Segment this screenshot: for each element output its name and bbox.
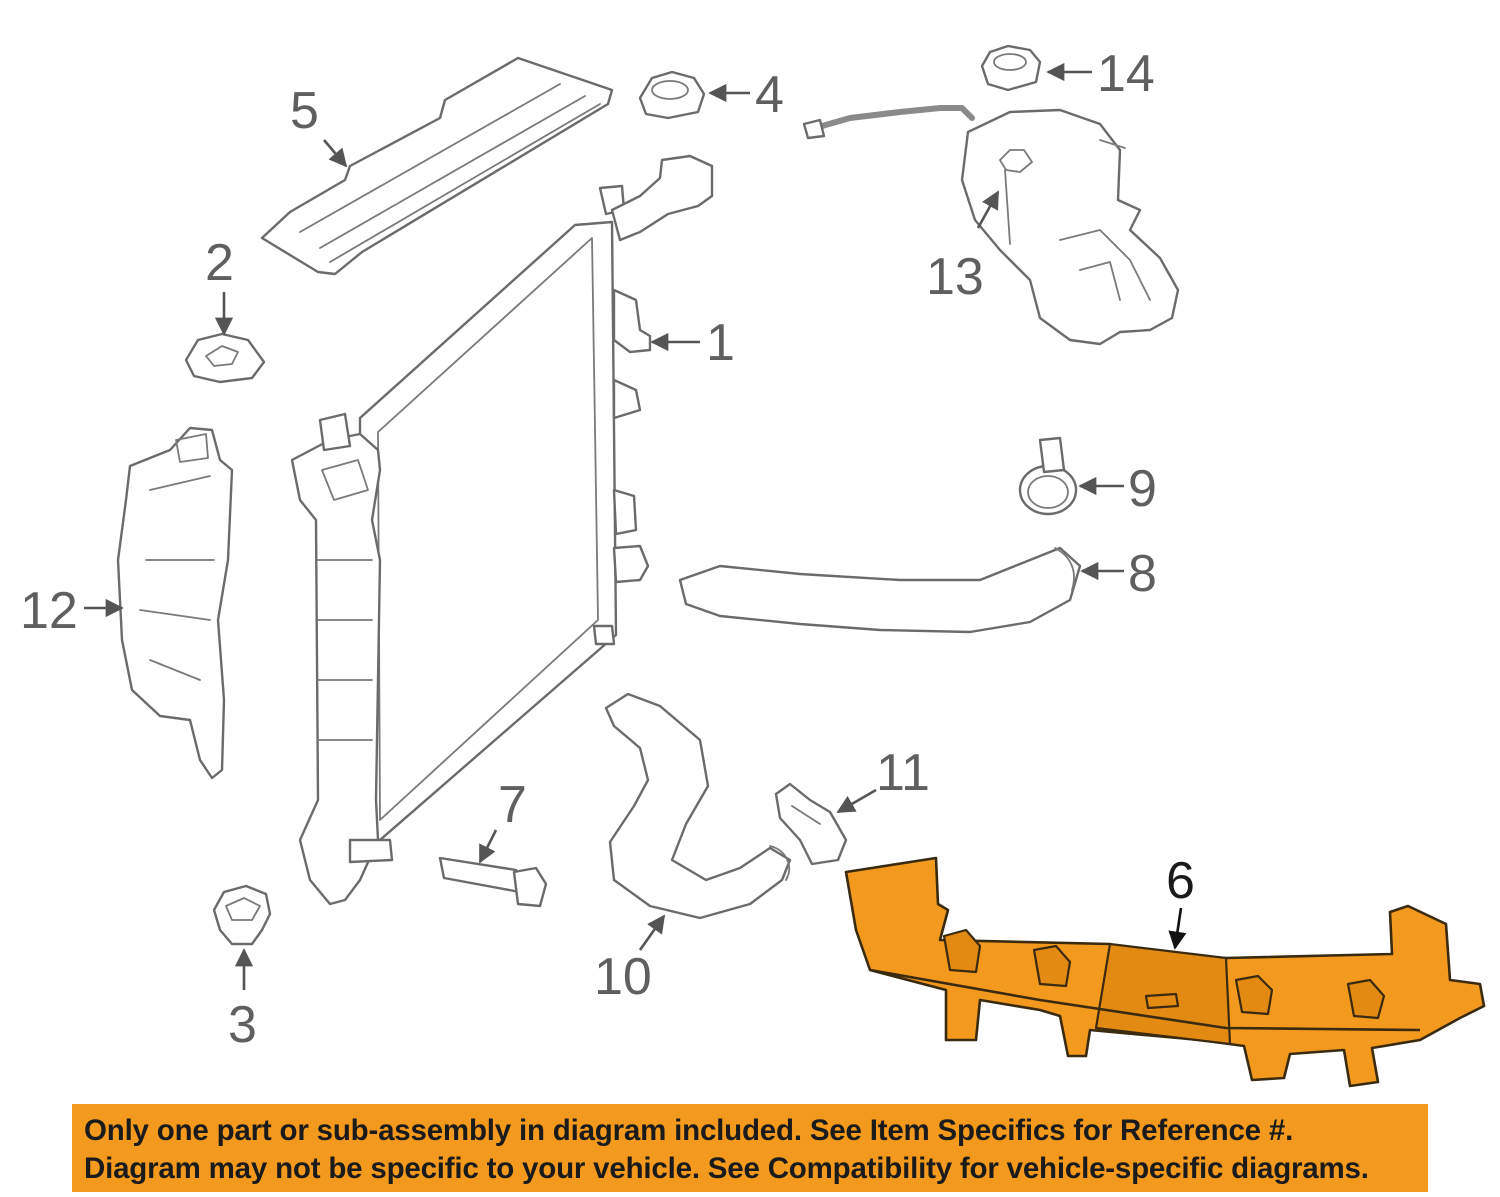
callout-2: 2 — [205, 234, 234, 292]
callout-8: 8 — [1128, 545, 1157, 603]
callout-11: 11 — [876, 744, 930, 802]
callout-9: 9 — [1128, 460, 1157, 518]
disclaimer-banner: Only one part or sub-assembly in diagram… — [72, 1104, 1428, 1192]
part-10-lower-hose — [604, 692, 792, 920]
part-3-lower-insulator — [212, 884, 272, 946]
part-5-air-deflector — [260, 56, 614, 276]
callout-3: 3 — [228, 996, 257, 1054]
leader-13 — [976, 190, 1000, 229]
part-1-radiator — [290, 154, 714, 906]
callout-6: 6 — [1166, 852, 1195, 910]
callout-1: 1 — [706, 314, 735, 372]
part-9-hose-clamp — [1018, 436, 1078, 516]
callout-4: 4 — [755, 66, 784, 124]
disclaimer-line-1: Only one part or sub-assembly in diagram… — [84, 1114, 1294, 1147]
part-7-bolt — [438, 856, 548, 908]
part-12-side-air-seal — [116, 426, 234, 780]
part-2-upper-insulator — [184, 332, 266, 384]
part-14-reservoir-cap — [980, 44, 1042, 92]
callout-13: 13 — [926, 248, 984, 306]
callout-12: 12 — [20, 582, 78, 640]
leader-11 — [836, 788, 877, 814]
callout-7: 7 — [498, 776, 527, 834]
callout-5: 5 — [290, 82, 319, 140]
callout-14: 14 — [1097, 45, 1155, 103]
disclaimer-line-2: Diagram may not be specific to your vehi… — [84, 1152, 1369, 1185]
part-4-radiator-cap — [638, 70, 706, 120]
callout-10: 10 — [594, 948, 652, 1006]
part-11-bracket — [774, 782, 848, 866]
part-6-lower-air-deflector — [844, 856, 1486, 1088]
leader-6 — [1168, 907, 1187, 950]
leader-5 — [323, 139, 348, 168]
leader-10 — [638, 914, 666, 951]
leader-7 — [478, 829, 498, 864]
part-13-coolant-reservoir — [802, 105, 1180, 346]
part-8-upper-hose — [678, 546, 1082, 634]
